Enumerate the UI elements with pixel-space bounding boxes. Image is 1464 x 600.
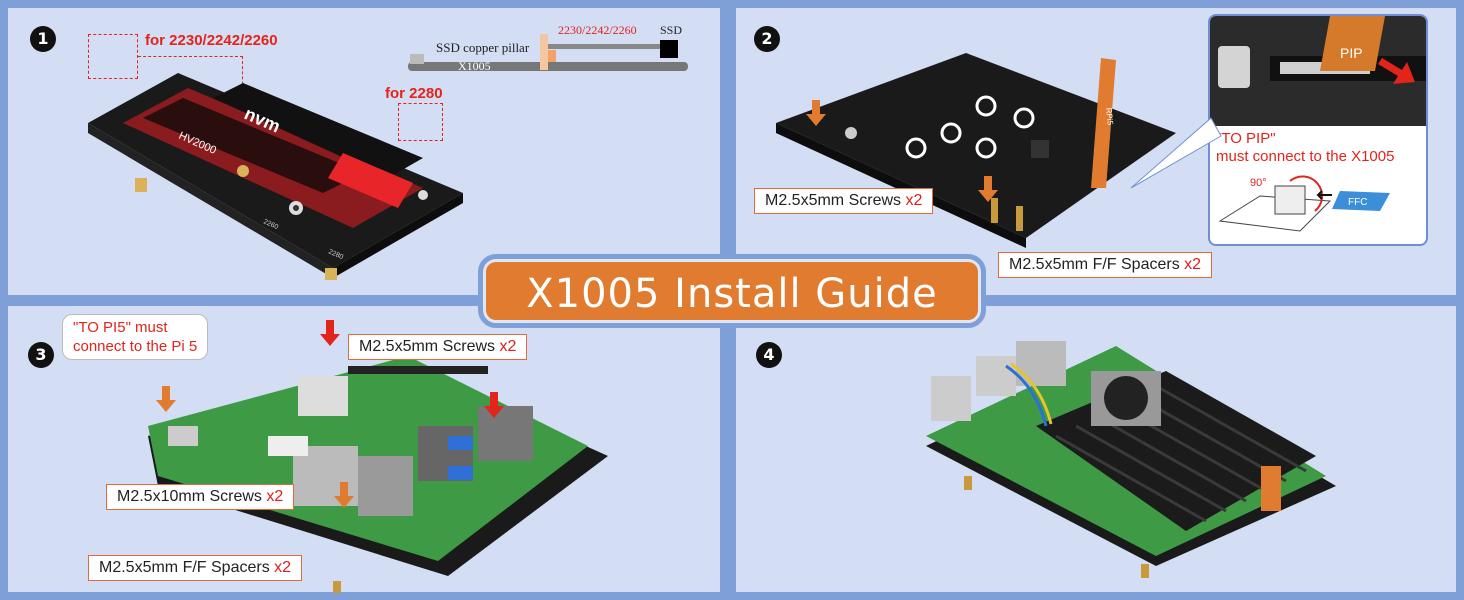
ffc-tag: FFC [1348,197,1367,208]
spacers-label-p2: M2.5x5mm F/F Spacers x2 [998,252,1213,278]
long-standoff-label: for 2280 [385,85,443,102]
x1005-board-back: RPi5 [776,53,1176,248]
zoom-callout: PIP "TO PIP" must connect to the X1005 F… [1208,14,1428,246]
callout-line1: "TO PIP" [1216,130,1276,147]
callout-pointer [1130,117,1222,189]
screws-label-p2: M2.5x5mm Screws x2 [754,188,934,214]
page-title: X1005 Install Guide [526,271,938,317]
raspberry-pi-assembly [148,356,608,593]
pillar-diagram: SSD copper pillar 2230/2242/2260 SSD X10… [408,23,688,73]
ffc-diagram: FFC 90° [1218,175,1390,232]
angle-tag: 90° [1250,177,1267,189]
screw-arrow-a [156,386,176,412]
final-assembly-illustration [926,341,1336,578]
panel-step-1: 1 for 2230/2242/2260 for 2280 SSD copper… [8,8,720,295]
ssd-text: SSD [660,23,682,37]
pip-connector-photo: PIP [1210,16,1426,126]
rpi5-tag: RPi5 [1104,107,1115,126]
standoff-highlight [88,34,138,79]
step-4-badge: 4 [756,342,782,368]
spacers-label-p3: M2.5x5mm F/F Spacers x2 [88,555,303,581]
standoff-label: for 2230/2242/2260 [145,32,278,49]
sizes-text: 2230/2242/2260 [558,23,637,37]
step-3-badge: 3 [28,342,54,368]
to-pi5-note: "TO PI5" must connect to the Pi 5 [62,314,209,360]
pillar-text: SSD copper pillar [436,40,530,55]
screws10-label-p3: M2.5x10mm Screws x2 [106,484,295,510]
panel-step-4: 4 [736,306,1456,592]
screw-arrow-d [484,392,504,418]
screw-arrow-b [334,482,354,508]
long-standoff-highlight [398,103,443,141]
x1005-board-illustration: HV2000 nvm 2260 2280 [88,73,463,280]
screw-arrow-1 [806,100,826,126]
guide-title-banner: X1005 Install Guide [478,254,986,328]
screw-arrow-c [320,320,340,346]
step-2-badge: 2 [754,26,780,52]
callout-line2: must connect to the X1005 [1216,148,1395,165]
panel-step-2: 2 RPi5 M2.5x5mm Screws x2 M2.5x5mm F/F S… [736,8,1456,295]
screws5-label-p3: M2.5x5mm Screws x2 [348,334,528,360]
screw-arrow-2 [978,176,998,202]
board-text: X1005 [458,59,491,73]
standoff-leader [138,56,243,57]
step-1-badge: 1 [30,26,56,52]
pip-tag: PIP [1340,45,1363,61]
panel-step-3: 3 "TO PI5" must connect to the Pi 5 M2.5… [8,306,720,593]
